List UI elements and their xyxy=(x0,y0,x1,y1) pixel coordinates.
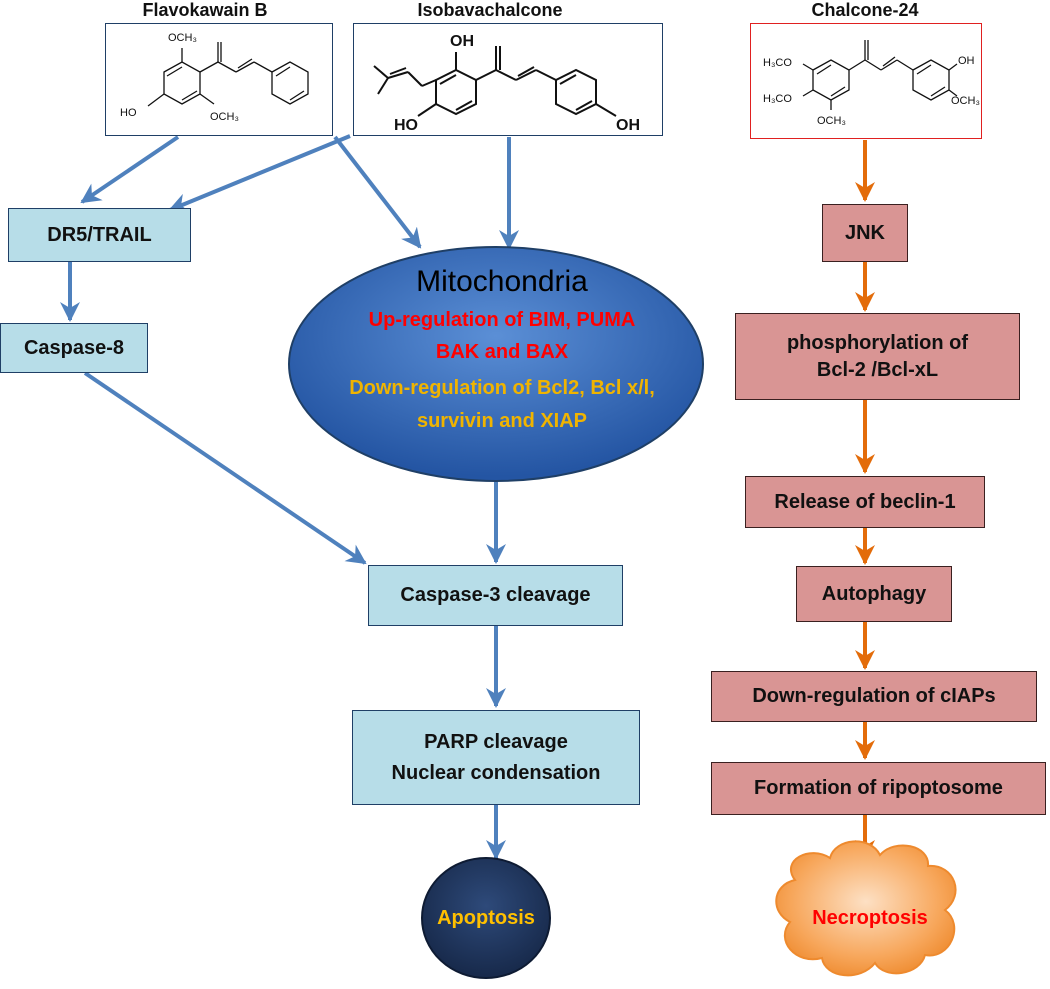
chalcone24-structure-box: H₃CO H₃CO OCH₃ OH OCH₃ xyxy=(750,23,982,139)
mito-down-line2: survivin and XIAP xyxy=(416,410,588,432)
phosphorylation-line2: Bcl-2 /Bcl-xL xyxy=(816,358,939,381)
arrow-flavokawain-to-dr5 xyxy=(80,135,180,204)
flavo-ome-top: OCH₃ xyxy=(168,32,197,44)
jnk-box: JNK xyxy=(822,204,908,262)
dr5-trail-box: DR5/TRAIL xyxy=(8,208,191,262)
arrow-caspase8-to-caspase3 xyxy=(83,371,367,565)
necroptosis-label: Necroptosis xyxy=(812,906,928,929)
flavo-ho: HO xyxy=(120,107,137,119)
phosphorylation-box: phosphorylation of Bcl-2 /Bcl-xL xyxy=(735,313,1020,400)
isoba-oh-top: OH xyxy=(450,33,474,50)
mitochondria-title: Mitochondria xyxy=(416,265,588,298)
mito-up-line1: Up-regulation of BIM, PUMA xyxy=(368,309,636,331)
chalcone24-structure-icon: H₃CO H₃CO OCH₃ OH OCH₃ xyxy=(763,40,980,127)
ciaps-downregulation-box: Down-regulation of cIAPs xyxy=(711,671,1037,722)
blue-arrows xyxy=(60,134,519,860)
isobavachalcone-structure-icon: OH HO OH xyxy=(373,33,640,134)
chal-och3-right: OCH₃ xyxy=(951,95,980,107)
chal-oh: OH xyxy=(958,55,975,67)
chal-och3-bottom: OCH₃ xyxy=(817,115,846,127)
isoba-oh-right: OH xyxy=(616,117,640,134)
phosphorylation-line1: phosphorylation of xyxy=(786,331,969,354)
arrow-flavokawain-to-mitochondria xyxy=(333,135,422,249)
apoptosis-label: Apoptosis xyxy=(437,906,535,929)
necroptosis-cloud xyxy=(775,840,957,977)
apoptosis-ellipse xyxy=(421,857,551,979)
flavokawain-structure-box: OCH₃ OCH₃ HO xyxy=(105,23,333,136)
mito-up-line2: BAK and BAX xyxy=(435,341,569,363)
parp-line1: PARP cleavage xyxy=(424,730,568,753)
ripoptosome-box: Formation of ripoptosome xyxy=(711,762,1046,815)
autophagy-box: Autophagy xyxy=(796,566,952,622)
flavokawain-structure-icon: OCH₃ OCH₃ HO xyxy=(120,32,309,123)
chal-h3co-1: H₃CO xyxy=(763,57,792,69)
flavo-ome-bottom: OCH₃ xyxy=(210,111,239,123)
flavokawain-title: Flavokawain B xyxy=(142,0,268,20)
parp-line2: Nuclear condensation xyxy=(391,761,601,784)
chalcone24-title: Chalcone-24 xyxy=(811,0,919,20)
isobavachalcone-structure-box: OH HO OH xyxy=(353,23,663,136)
mito-down-line1: Down-regulation of Bcl2, Bcl x/l, xyxy=(349,377,655,399)
isoba-ho: HO xyxy=(394,117,418,134)
chal-h3co-2: H₃CO xyxy=(763,93,792,105)
beclin-release-box: Release of beclin-1 xyxy=(745,476,985,528)
isobavachalcone-title: Isobavachalcone xyxy=(417,0,563,20)
arrow-isobavachalcone-to-dr5 xyxy=(168,134,351,213)
caspase3-cleavage-box: Caspase-3 cleavage xyxy=(368,565,623,626)
caspase8-box: Caspase-8 xyxy=(0,323,148,373)
mitochondria-ellipse xyxy=(288,246,704,482)
parp-cleavage-box: PARP cleavage Nuclear condensation xyxy=(352,710,640,805)
